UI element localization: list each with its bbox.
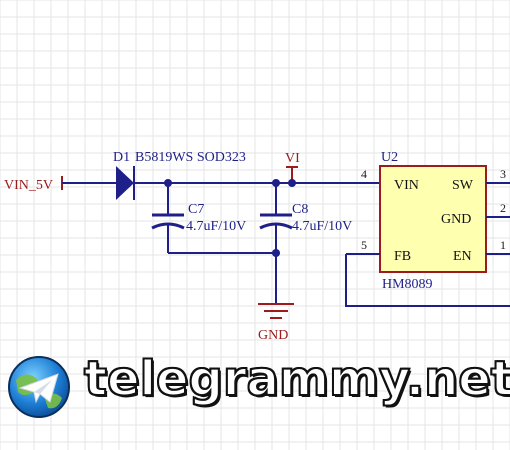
c8-designator: C8 bbox=[292, 202, 308, 217]
pin-name-sw: SW bbox=[452, 178, 474, 193]
pin-number-en: 1 bbox=[500, 238, 506, 252]
vi-net-label[interactable]: VI bbox=[285, 151, 300, 183]
diode-d1[interactable]: D1 B5819WS SOD323 bbox=[113, 150, 246, 200]
capacitor-c7[interactable]: C7 4.7uF/10V bbox=[151, 183, 246, 253]
capacitor-c8[interactable]: C8 4.7uF/10V bbox=[259, 183, 352, 253]
u2-designator: U2 bbox=[381, 150, 398, 165]
junction-dot bbox=[288, 179, 296, 187]
pin-number-fb: 5 bbox=[361, 238, 367, 252]
c8-value: 4.7uF/10V bbox=[292, 219, 352, 234]
u2-part: HM8089 bbox=[382, 277, 433, 292]
net-label-gnd: GND bbox=[258, 328, 288, 343]
vin5v-port[interactable]: VIN_5V bbox=[4, 176, 63, 193]
diode-value: B5819WS SOD323 bbox=[135, 150, 246, 165]
watermark-text: telegrammy.net bbox=[83, 350, 510, 408]
pin-name-gnd: GND bbox=[441, 212, 471, 227]
pin-name-fb: FB bbox=[394, 249, 411, 264]
pin-number-gnd: 2 bbox=[500, 201, 506, 215]
c7-designator: C7 bbox=[188, 202, 204, 217]
wire bbox=[345, 254, 510, 307]
c7-value: 4.7uF/10V bbox=[186, 219, 246, 234]
pin-name-vin: VIN bbox=[394, 178, 419, 193]
net-label-vi: VI bbox=[285, 151, 300, 166]
globe-logo-icon bbox=[8, 356, 70, 418]
pin-number-vin: 4 bbox=[361, 167, 367, 181]
ic-u2[interactable]: U2 HM8089 4 VIN 3 SW 2 GND 5 FB 1 EN bbox=[346, 150, 510, 292]
pin-number-sw: 3 bbox=[500, 167, 506, 181]
diode-designator: D1 bbox=[113, 150, 130, 165]
net-label-vin5v: VIN_5V bbox=[4, 178, 53, 193]
ground-symbol[interactable]: GND bbox=[258, 303, 294, 343]
pin-name-en: EN bbox=[453, 249, 472, 264]
